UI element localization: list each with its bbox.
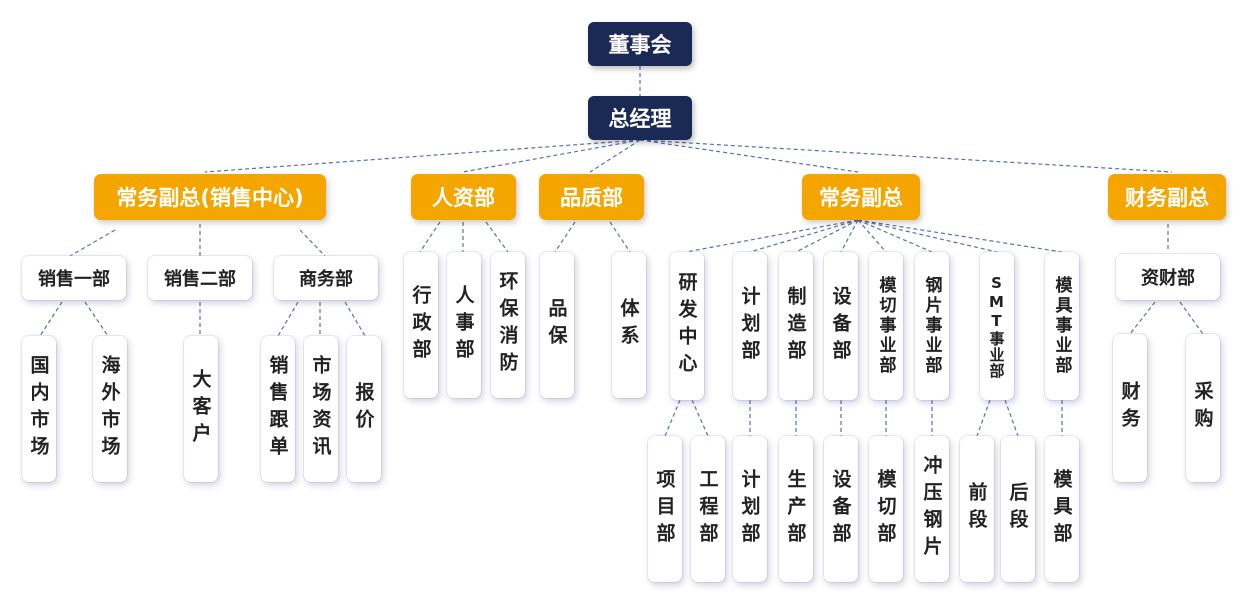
equipment-dept-node: 设备部 — [824, 252, 858, 400]
sales-followup-node: 销售跟单 — [261, 336, 295, 482]
rd-center-node: 研发中心 — [670, 252, 704, 400]
back-segment-node: 后段 — [1001, 436, 1035, 582]
smt-bu-node: SMT事业部 — [980, 252, 1014, 400]
overseas-market-node: 海外市场 — [93, 336, 127, 482]
engineering-dept-node: 工程部 — [691, 436, 725, 582]
project-dept-node: 项目部 — [648, 436, 682, 582]
general-manager-node: 总经理 — [588, 96, 692, 140]
key-account-node: 大客户 — [184, 336, 218, 482]
manufacturing-dept-node: 制造部 — [779, 252, 813, 400]
hr-node: 人资部 — [411, 174, 516, 220]
mold-dept-node: 模具部 — [1045, 436, 1079, 582]
system-node: 体系 — [612, 252, 646, 398]
die-cut-dept-node: 模切部 — [869, 436, 903, 582]
planning-subdept-node: 计划部 — [733, 436, 767, 582]
eh-fire-node: 环保消防 — [491, 252, 525, 398]
equipment-subdept-node: 设备部 — [824, 436, 858, 582]
commerce-dept-node: 商务部 — [274, 256, 378, 300]
sales-dept-1-node: 销售一部 — [22, 256, 126, 300]
quality-assurance-node: 品保 — [540, 252, 574, 398]
domestic-market-node: 国内市场 — [22, 336, 56, 482]
front-segment-node: 前段 — [960, 436, 994, 582]
steel-bu-node: 钢片事业部 — [915, 252, 949, 400]
production-dept-node: 生产部 — [779, 436, 813, 582]
board-node: 董事会 — [588, 22, 692, 66]
purchasing-node: 采购 — [1186, 334, 1220, 482]
vp-executive-node: 常务副总 — [802, 174, 920, 220]
sales-dept-2-node: 销售二部 — [148, 256, 252, 300]
die-cut-bu-node: 模切事业部 — [869, 252, 903, 400]
vp-sales-node: 常务副总(销售中心) — [94, 174, 326, 220]
planning-dept-node: 计划部 — [733, 252, 767, 400]
vp-finance-node: 财务副总 — [1108, 174, 1226, 220]
quotation-node: 报价 — [347, 336, 381, 482]
quality-node: 品质部 — [539, 174, 644, 220]
finance-node: 财务 — [1113, 334, 1147, 482]
materials-finance-dept-node: 资财部 — [1116, 254, 1220, 300]
stamping-steel-node: 冲压钢片 — [915, 436, 949, 582]
personnel-dept-node: 人事部 — [447, 252, 481, 398]
market-info-node: 市场资讯 — [304, 336, 338, 482]
mold-bu-node: 模具事业部 — [1045, 252, 1079, 400]
admin-dept-node: 行政部 — [404, 252, 438, 398]
